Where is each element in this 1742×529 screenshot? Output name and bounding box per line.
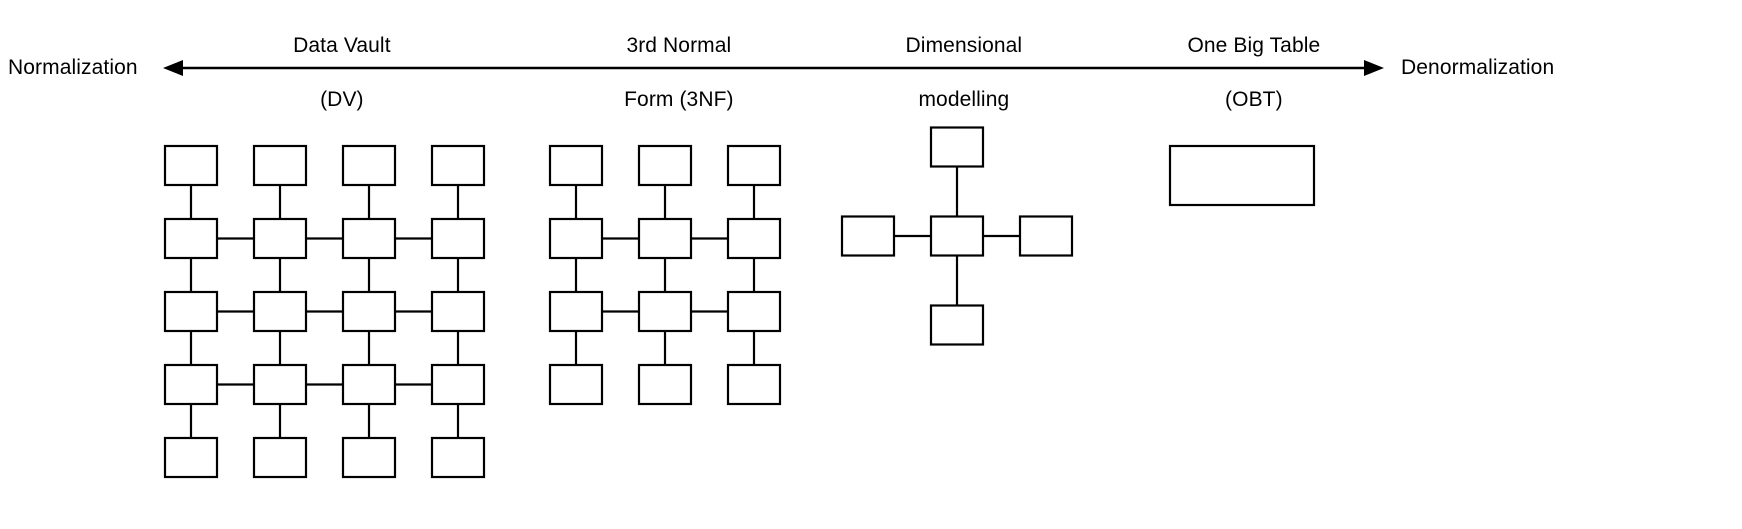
- schema-box-one-big-table: [1168, 144, 1316, 207]
- schema-box: [430, 217, 486, 260]
- schema-box-satellite-north: [929, 126, 985, 168]
- approach-title-third-normal-form: 3rd Normal Form (3NF): [600, 5, 733, 140]
- axis-label-normalization: Normalization: [8, 56, 138, 79]
- arrow-head-right-icon: [1364, 60, 1384, 76]
- approach-title-data-vault: Data Vault (DV): [269, 5, 390, 140]
- one-big-table-schema: [1168, 144, 1316, 207]
- schema-box: [252, 144, 308, 187]
- schema-box: [341, 363, 397, 406]
- schema-box: [548, 217, 604, 260]
- schema-box: [430, 436, 486, 479]
- schema-box: [252, 436, 308, 479]
- schema-box: [726, 290, 782, 333]
- arrow-head-left-icon: [163, 60, 183, 76]
- approach-title-line-2: (DV): [320, 88, 364, 111]
- schema-box-satellite-west: [840, 215, 896, 257]
- schema-box: [548, 363, 604, 406]
- schema-box: [430, 290, 486, 333]
- schema-box: [726, 144, 782, 187]
- schema-box: [637, 217, 693, 260]
- data-vault-schema: [163, 144, 486, 479]
- schema-box: [637, 363, 693, 406]
- schema-box: [252, 217, 308, 260]
- schema-box: [341, 144, 397, 187]
- schema-box-satellite-south: [929, 304, 985, 346]
- schema-box: [163, 217, 219, 260]
- schema-box: [341, 217, 397, 260]
- approach-title-line-1: One Big Table: [1187, 34, 1321, 57]
- schema-box: [548, 144, 604, 187]
- approach-title-one-big-table: One Big Table (OBT): [1164, 5, 1321, 140]
- approach-title-dimensional-modelling: Dimensional modelling: [882, 5, 1023, 140]
- schema-box: [163, 144, 219, 187]
- schema-box: [430, 144, 486, 187]
- schema-box: [252, 290, 308, 333]
- schema-box: [252, 363, 308, 406]
- approach-title-line-2: Form (3NF): [624, 88, 734, 111]
- third-normal-form-schema: [548, 144, 782, 406]
- schema-box-fact: [929, 215, 985, 257]
- approach-title-line-2: modelling: [918, 88, 1010, 111]
- schema-box-satellite-east: [1018, 215, 1074, 257]
- approach-title-line-1: Data Vault: [293, 34, 391, 57]
- normalization-axis: [163, 60, 1384, 76]
- approach-title-line-1: Dimensional: [905, 34, 1023, 57]
- schema-box: [637, 290, 693, 333]
- schema-box: [163, 363, 219, 406]
- dimensional-modelling-schema: [840, 126, 1074, 346]
- schema-box: [163, 436, 219, 479]
- schema-box: [726, 217, 782, 260]
- schema-box: [548, 290, 604, 333]
- approach-title-line-2: (OBT): [1225, 88, 1283, 111]
- axis-label-denormalization: Denormalization: [1401, 56, 1555, 79]
- approach-title-line-1: 3rd Normal: [626, 34, 732, 57]
- schema-box: [163, 290, 219, 333]
- schema-box: [637, 144, 693, 187]
- schema-box: [726, 363, 782, 406]
- schema-box: [341, 436, 397, 479]
- schema-box: [430, 363, 486, 406]
- schema-box: [341, 290, 397, 333]
